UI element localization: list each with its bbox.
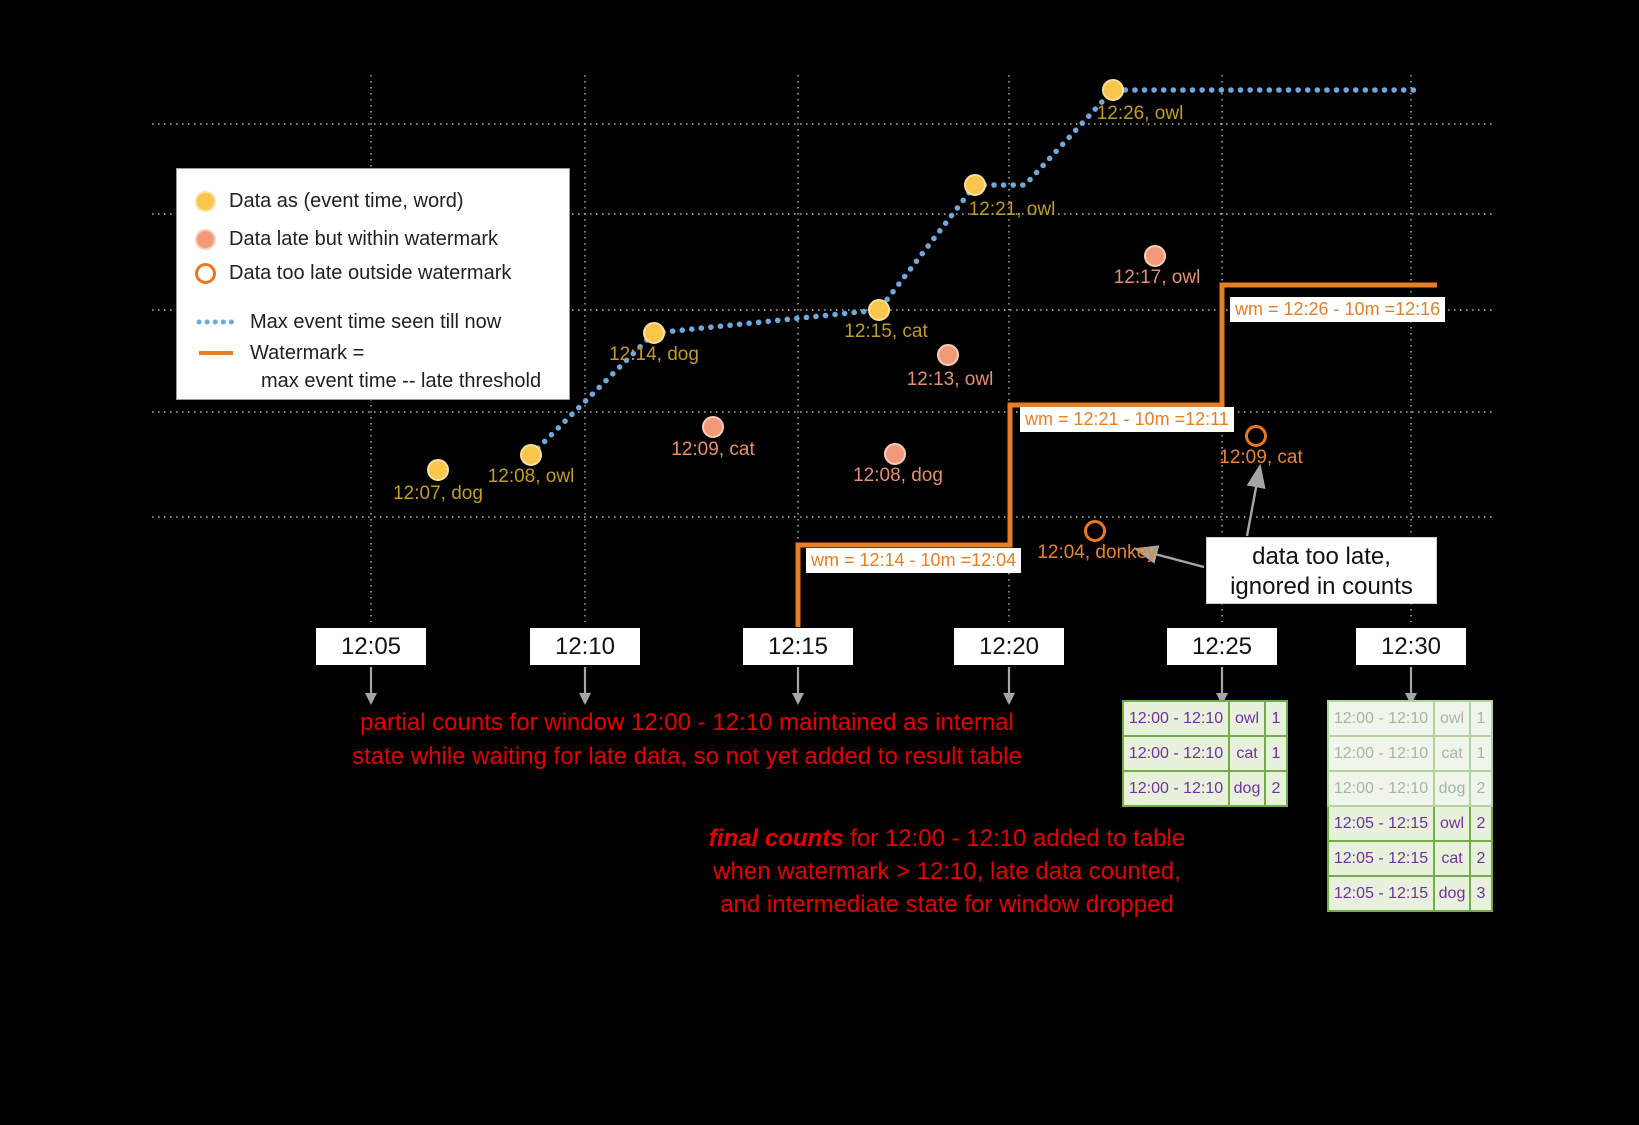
note-partial-line-2: state while waiting for late data, so no… — [352, 743, 1022, 770]
too-late-arrow — [1245, 463, 1266, 537]
too-late-callout: data too late, ignored in counts — [1206, 537, 1437, 604]
result-cell-count: 1 — [1469, 700, 1493, 737]
note-partial-line-1: partial counts for window 12:00 - 12:10 … — [360, 709, 1014, 736]
result-cell-word: owl — [1228, 700, 1266, 737]
too-late-arrow — [1133, 545, 1205, 569]
time-tick-12-20: 12:20 — [954, 628, 1064, 665]
max-event-line-icon — [196, 319, 236, 325]
result-cell-window: 12:00 - 12:10 — [1327, 770, 1435, 807]
result-cell-count: 2 — [1264, 770, 1288, 807]
note-final-line-3: and intermediate state for window droppe… — [720, 891, 1174, 918]
too-late-dot-icon — [195, 262, 216, 284]
legend-item-dot-too-late: Data too late outside watermark — [195, 261, 511, 285]
legend: Data as (event time, word) Data late but … — [176, 168, 570, 400]
legend-label: Data as (event time, word) — [229, 189, 464, 212]
result-cell-word: cat — [1433, 735, 1471, 772]
on-time-dot-icon — [195, 190, 216, 212]
note-final-line-1: final counts for 12:00 - 12:10 added to … — [709, 822, 1185, 855]
legend-item-line-watermark: Watermark = — [195, 341, 364, 365]
legend-label: Data late but within watermark — [229, 227, 499, 250]
result-cell-word: cat — [1433, 840, 1471, 877]
axis-arrow-head — [1405, 693, 1417, 705]
axis-arrow-head — [792, 693, 804, 705]
result-cell-word: cat — [1228, 735, 1266, 772]
legend-item-dot-on-time: Data as (event time, word) — [195, 189, 464, 213]
result-cell-window: 12:00 - 12:10 — [1327, 735, 1435, 772]
watermark-line-icon — [199, 351, 233, 355]
note-partial-counts: partial counts for window 12:00 - 12:10 … — [352, 706, 1022, 774]
result-cell-word: dog — [1433, 875, 1471, 912]
result-cell-count: 1 — [1264, 735, 1288, 772]
result-cell-count: 1 — [1469, 735, 1493, 772]
result-cell-window: 12:00 - 12:10 — [1122, 700, 1230, 737]
note-final-line-1-rest: for 12:00 - 12:10 added to table — [843, 825, 1186, 852]
time-tick-12-05: 12:05 — [316, 628, 426, 665]
result-cell-window: 12:05 - 12:15 — [1327, 875, 1435, 912]
late-dot-icon — [195, 228, 216, 250]
axis-arrow-head — [365, 693, 377, 705]
axis-arrow-head — [1003, 693, 1015, 705]
legend-label: Max event time seen till now — [250, 310, 502, 333]
result-cell-word: owl — [1433, 700, 1471, 737]
legend-item-dot-late: Data late but within watermark — [195, 227, 498, 251]
result-cell-count: 2 — [1469, 805, 1493, 842]
note-final-counts: final counts for 12:00 - 12:10 added to … — [709, 822, 1185, 921]
result-cell-count: 3 — [1469, 875, 1493, 912]
watermark-label-3: wm = 12:26 - 10m =12:16 — [1230, 297, 1446, 322]
result-cell-count: 2 — [1469, 770, 1493, 807]
note-final-emphasis: final counts — [708, 825, 844, 852]
time-tick-12-10: 12:10 — [530, 628, 640, 665]
time-tick-12-25: 12:25 — [1167, 628, 1277, 665]
result-cell-word: owl — [1433, 805, 1471, 842]
watermark-line — [795, 282, 1437, 627]
watermark-label-2: wm = 12:21 - 10m =12:11 — [1020, 407, 1234, 432]
result-cell-window: 12:00 - 12:10 — [1327, 700, 1435, 737]
result-cell-window: 12:00 - 12:10 — [1122, 770, 1230, 807]
axis-arrow-head — [1216, 693, 1228, 705]
note-final-line-2: when watermark > 12:10, late data counte… — [713, 858, 1181, 885]
result-cell-window: 12:05 - 12:15 — [1327, 840, 1435, 877]
result-cell-count: 2 — [1469, 840, 1493, 877]
legend-label-watermark-line2: max event time -- late threshold — [261, 370, 542, 392]
too-late-callout-line-2: ignored in counts — [1230, 573, 1413, 600]
result-cell-word: dog — [1228, 770, 1266, 807]
time-tick-12-15: 12:15 — [743, 628, 853, 665]
result-cell-window: 12:05 - 12:15 — [1327, 805, 1435, 842]
result-cell-count: 1 — [1264, 700, 1288, 737]
result-cell-word: dog — [1433, 770, 1471, 807]
legend-label: Watermark = — [250, 341, 365, 364]
result-cell-window: 12:00 - 12:10 — [1122, 735, 1230, 772]
legend-label: Data too late outside watermark — [229, 261, 512, 284]
time-tick-12-30: 12:30 — [1356, 628, 1466, 665]
axis-arrow-head — [579, 693, 591, 705]
legend-item-line-max-event: Max event time seen till now — [195, 310, 501, 334]
too-late-callout-line-1: data too late, — [1252, 543, 1391, 570]
watermark-label-1: wm = 12:14 - 10m =12:04 — [806, 548, 1022, 573]
